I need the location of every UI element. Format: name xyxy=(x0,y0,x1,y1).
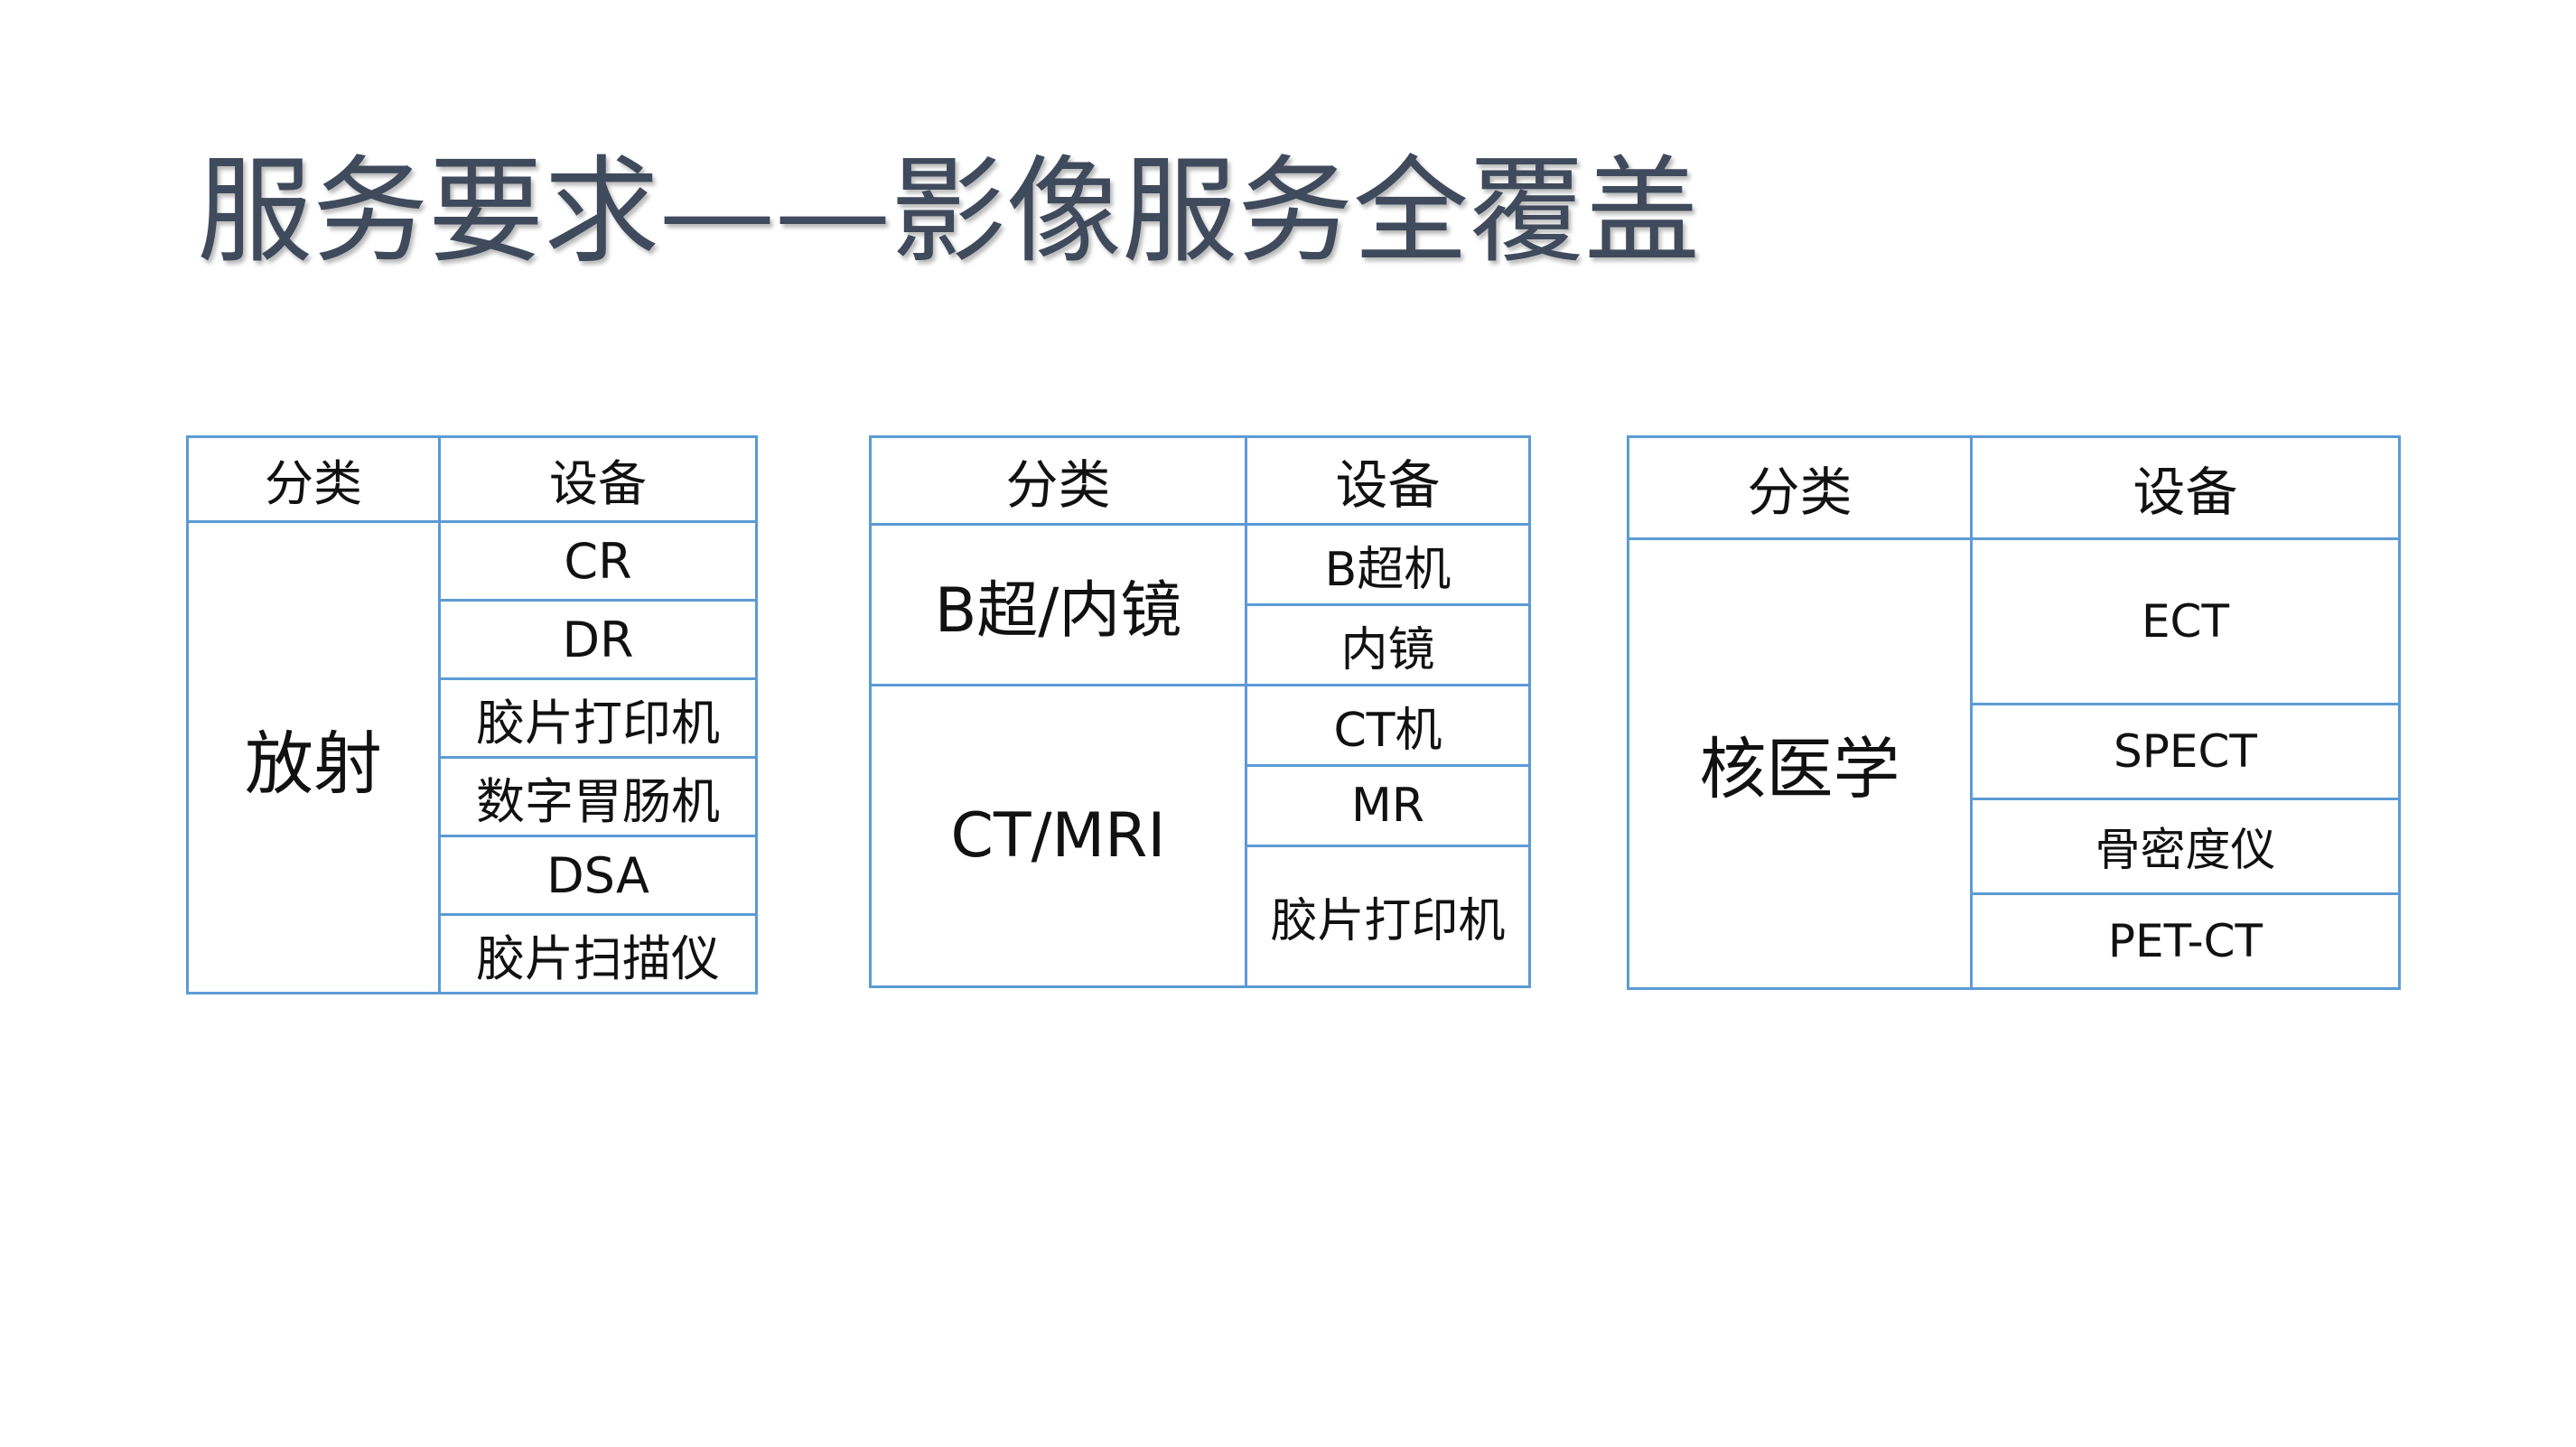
table-row: SPECT xyxy=(1629,703,2401,800)
category-cell: 核医学 xyxy=(1627,537,1973,990)
table-row: DSA xyxy=(188,835,758,916)
table-row: 核医学 ECT xyxy=(1627,537,2401,990)
table-row: 数字胃肠机 xyxy=(188,756,758,837)
device-header: 设备 xyxy=(1245,435,1531,526)
table-row: 胶片扫描仪 xyxy=(188,913,758,994)
table-row: MR xyxy=(871,764,1531,847)
table-row: 胶片打印机 xyxy=(188,677,758,759)
radiology-equipment-table: 分类 设备 放射 CR DR 胶片打印机 数字胃肠机 DSA 胶片扫描仪 xyxy=(186,435,758,994)
device-cell: SPECT xyxy=(1970,703,2401,800)
device-cell: ECT xyxy=(1970,537,2401,705)
device-cell: DSA xyxy=(438,835,758,916)
category-header: 分类 xyxy=(1627,435,1973,540)
category-cell: 放射 xyxy=(186,520,441,994)
category-cell: CT/MRI xyxy=(869,684,1247,988)
table-row: DR xyxy=(188,599,758,680)
device-cell: 骨密度仪 xyxy=(1970,798,2401,895)
device-header: 设备 xyxy=(1970,435,2401,540)
device-cell: CT机 xyxy=(1245,684,1531,767)
device-cell: 内镜 xyxy=(1245,603,1531,686)
category-cell: B超/内镜 xyxy=(869,523,1247,686)
device-cell: 胶片打印机 xyxy=(1245,845,1531,988)
table-header-row: 分类 设备 xyxy=(186,435,758,523)
category-header: 分类 xyxy=(869,435,1247,526)
device-cell: 胶片扫描仪 xyxy=(438,913,758,994)
table-row: 放射 CR xyxy=(186,520,758,994)
device-cell: 数字胃肠机 xyxy=(438,756,758,837)
table-row: 骨密度仪 xyxy=(1629,798,2401,895)
device-header: 设备 xyxy=(438,435,758,523)
device-cell: PET-CT xyxy=(1970,892,2401,990)
nuclear-medicine-equipment-table: 分类 设备 核医学 ECT SPECT 骨密度仪 PET-CT xyxy=(1627,435,2401,990)
device-cell: CR xyxy=(438,520,758,602)
table-row: 胶片打印机 xyxy=(871,845,1531,988)
table-row: B超/内镜 B超机 xyxy=(869,523,1531,686)
table-header-row: 分类 设备 xyxy=(1627,435,2401,540)
slide-title: 服务要求——影像服务全覆盖 xyxy=(197,145,1701,279)
category-header: 分类 xyxy=(186,435,441,523)
device-cell: 胶片打印机 xyxy=(438,677,758,759)
ultrasound-ct-equipment-table: 分类 设备 B超/内镜 B超机 内镜 CT/MRI CT机 MR 胶片打印机 xyxy=(869,435,1531,988)
table-header-row: 分类 设备 xyxy=(869,435,1531,526)
table-row: PET-CT xyxy=(1629,892,2401,990)
table-row: CT/MRI CT机 xyxy=(869,684,1531,988)
device-cell: MR xyxy=(1245,764,1531,847)
device-cell: DR xyxy=(438,599,758,680)
device-cell: B超机 xyxy=(1245,523,1531,606)
table-row: 内镜 xyxy=(871,603,1531,686)
